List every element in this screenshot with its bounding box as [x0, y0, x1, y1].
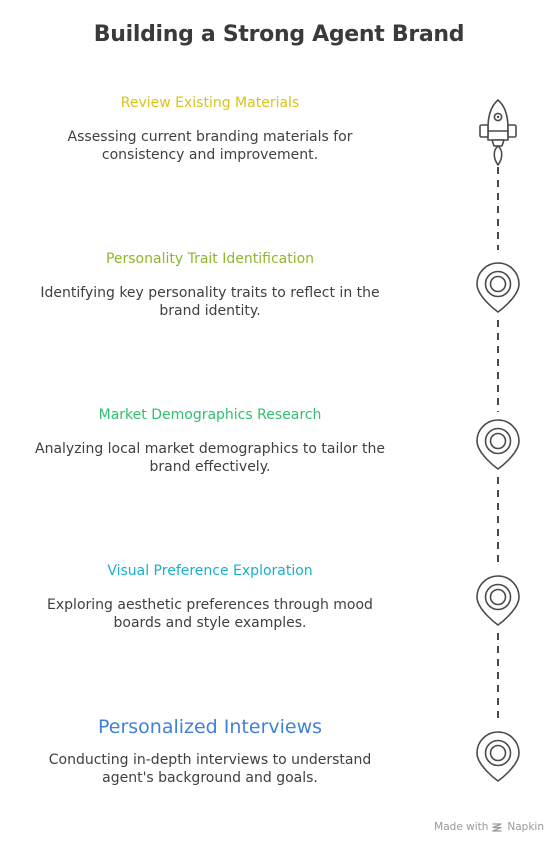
step-heading: Visual Preference Exploration — [107, 563, 313, 579]
location-pin-icon — [476, 575, 520, 626]
napkin-watermark: Made with Napkin — [434, 821, 544, 833]
location-pin-icon — [476, 262, 520, 313]
step-description: Identifying key personality traits to re… — [40, 285, 380, 319]
watermark-prefix: Made with — [434, 821, 489, 833]
location-pin-icon — [476, 419, 520, 470]
step-market-demographics-research: Market Demographics Research Analyzing l… — [20, 406, 400, 476]
step-visual-preference-exploration: Visual Preference Exploration Exploring … — [20, 562, 400, 632]
step-description: Conducting in-depth interviews to unders… — [48, 752, 372, 786]
step-heading: Personality Trait Identification — [105, 251, 315, 267]
diagram-title: Building a Strong Agent Brand — [93, 22, 465, 47]
location-pin-icon — [476, 731, 520, 782]
rocket-icon — [479, 99, 517, 166]
step-description: Assessing current branding materials for… — [67, 129, 353, 163]
step-personality-trait-identification: Personality Trait Identification Identif… — [20, 250, 400, 320]
step-description: Analyzing local market demographics to t… — [35, 441, 385, 475]
watermark-brand: Napkin — [507, 821, 544, 833]
step-heading: Personalized Interviews — [97, 716, 323, 738]
napkin-logo-icon — [492, 822, 503, 832]
step-review-existing-materials: Review Existing Materials Assessing curr… — [20, 94, 400, 164]
step-heading: Review Existing Materials — [120, 95, 300, 111]
step-personalized-interviews: Personalized Interviews Conducting in-de… — [20, 715, 400, 787]
step-description: Exploring aesthetic preferences through … — [47, 597, 373, 631]
step-heading: Market Demographics Research — [98, 407, 322, 423]
